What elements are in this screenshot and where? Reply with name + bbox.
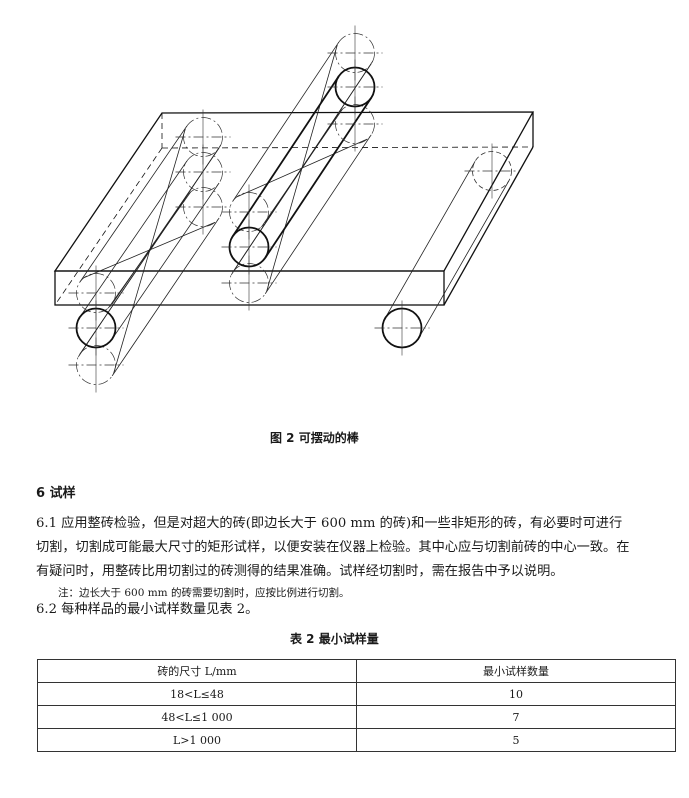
paragraph-6-2: 6.2 每种样品的最小试样数量见表 2。 — [36, 602, 259, 617]
rod-edge — [232, 41, 340, 202]
section-heading: 6 试样 — [36, 486, 76, 501]
paragraph-6-1: 6.1 应用整砖检验，但是对超大的砖(即边长大于 600 mm 的砖)和一些非矩… — [36, 512, 629, 584]
paragraph-line: 有疑问时，用整砖比用切割过的砖测得的结果准确。试样经切割时，需在报告中予以说明。 — [36, 564, 564, 579]
cell-count: 7 — [356, 705, 676, 729]
rod-edge — [264, 134, 372, 295]
header-count: 最小试样数量 — [356, 659, 676, 683]
rod-edge — [384, 161, 476, 319]
rod-edge — [111, 182, 220, 340]
table-row: 18<L≤48 10 — [37, 682, 676, 706]
cell-count: 5 — [356, 728, 676, 752]
rod-edge — [79, 125, 188, 283]
header-size: 砖的尺寸 L/mm — [37, 659, 357, 683]
rod-edge — [230, 60, 374, 276]
table-row: L>1 000 5 — [37, 728, 676, 752]
rod-edge — [231, 75, 340, 237]
cell-size: 48<L≤1 000 — [37, 705, 357, 729]
rod-edge — [418, 180, 510, 338]
table-title: 表 2 最小试样量 — [290, 632, 379, 646]
rod-edge — [264, 97, 373, 259]
cell-size: L>1 000 — [37, 728, 357, 752]
cell-count: 10 — [356, 682, 676, 706]
table-header-row: 砖的尺寸 L/mm 最小试样数量 — [37, 659, 676, 683]
hidden-edges — [54, 113, 534, 306]
swinging-rod-diagram — [53, 25, 535, 393]
paragraph-line: 切割，切割成可能最大尺寸的矩形试样，以便安装在仪器上检验。其中心应与切割前砖的中… — [36, 540, 630, 555]
note: 注：边长大于 600 mm 的砖需要切割时，应按比例进行切割。 — [58, 587, 350, 599]
paragraph-line: 6.1 应用整砖检验，但是对超大的砖(即边长大于 600 mm 的砖)和一些非矩… — [36, 516, 623, 531]
tile-slab — [53, 111, 535, 306]
rod-edge — [78, 145, 221, 357]
cell-size: 18<L≤48 — [37, 682, 357, 706]
figure-caption: 图 2 可摆动的棒 — [270, 431, 359, 445]
rod-edge — [111, 217, 220, 377]
min-sample-table: 砖的尺寸 L/mm 最小试样数量 18<L≤48 10 48<L≤1 000 7… — [37, 659, 676, 752]
table-row: 48<L≤1 000 7 — [37, 705, 676, 729]
rod-edge — [79, 160, 188, 318]
